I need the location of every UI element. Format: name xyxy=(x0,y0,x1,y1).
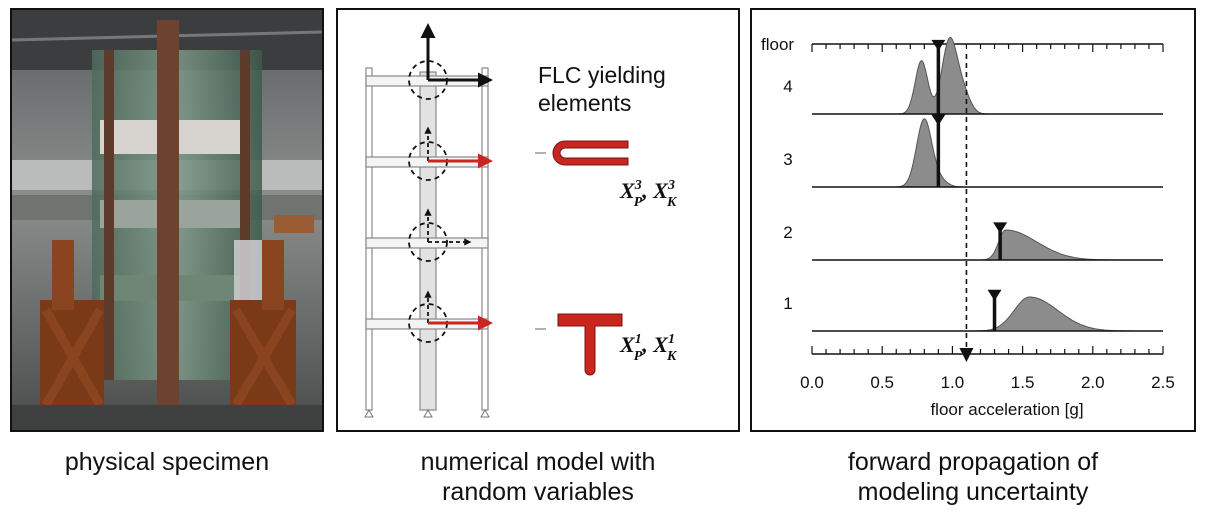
median-marker-head-floor-1 xyxy=(987,289,1002,301)
specimen-photo-illustration xyxy=(12,10,322,430)
caption-numerical-model: numerical model with random variables xyxy=(420,448,656,506)
median-marker-head-floor-4 xyxy=(931,39,946,51)
x-tick-label: 0.5 xyxy=(870,373,894,392)
density-floor-3 xyxy=(868,118,1156,188)
floor-acceleration-chart: floor 4 3 2 1 0.0 0.5 1.0 1.5 2.0 2.5 floor acce… xyxy=(761,35,1175,419)
floor-label: 2 xyxy=(783,223,792,242)
u-shaped-yielding-element xyxy=(552,140,629,166)
supports xyxy=(364,408,490,418)
flc-label-line2: elements xyxy=(538,90,631,116)
caption-physical-specimen: physical specimen xyxy=(64,448,270,476)
caption-forward-propagation: forward propagation of modeling uncertai… xyxy=(847,448,1099,506)
x-tick-label: 0.0 xyxy=(800,373,824,392)
flc-label-line1: FLC yielding xyxy=(538,62,666,88)
density-floor-1 xyxy=(868,296,1156,332)
x-tick-label: 1.0 xyxy=(941,373,965,392)
floor-label: 1 xyxy=(783,294,792,313)
median-marker-head-floor-3 xyxy=(931,114,946,126)
dashed-dof-arrows xyxy=(424,126,472,323)
density-floor-2 xyxy=(868,229,1156,261)
physical-specimen-photo xyxy=(10,8,324,432)
x-tick-label: 2.5 xyxy=(1151,373,1175,392)
x-tick-label: 2.0 xyxy=(1081,373,1105,392)
median-marker-head-floor-2 xyxy=(993,222,1008,234)
y-axis-title: floor xyxy=(761,35,794,54)
x-tick-label: 1.5 xyxy=(1011,373,1035,392)
floor-label: 4 xyxy=(783,77,792,96)
t-shaped-yielding-element xyxy=(557,313,623,376)
density-floor-4 xyxy=(868,36,1156,115)
floor-label: 3 xyxy=(783,150,792,169)
x-axis-title: floor acceleration [g] xyxy=(930,400,1083,419)
uncertainty-propagation-chart-panel: floor 4 3 2 1 0.0 0.5 1.0 1.5 2.0 2.5 floor acce… xyxy=(750,8,1196,432)
reference-arrowhead xyxy=(959,348,974,362)
